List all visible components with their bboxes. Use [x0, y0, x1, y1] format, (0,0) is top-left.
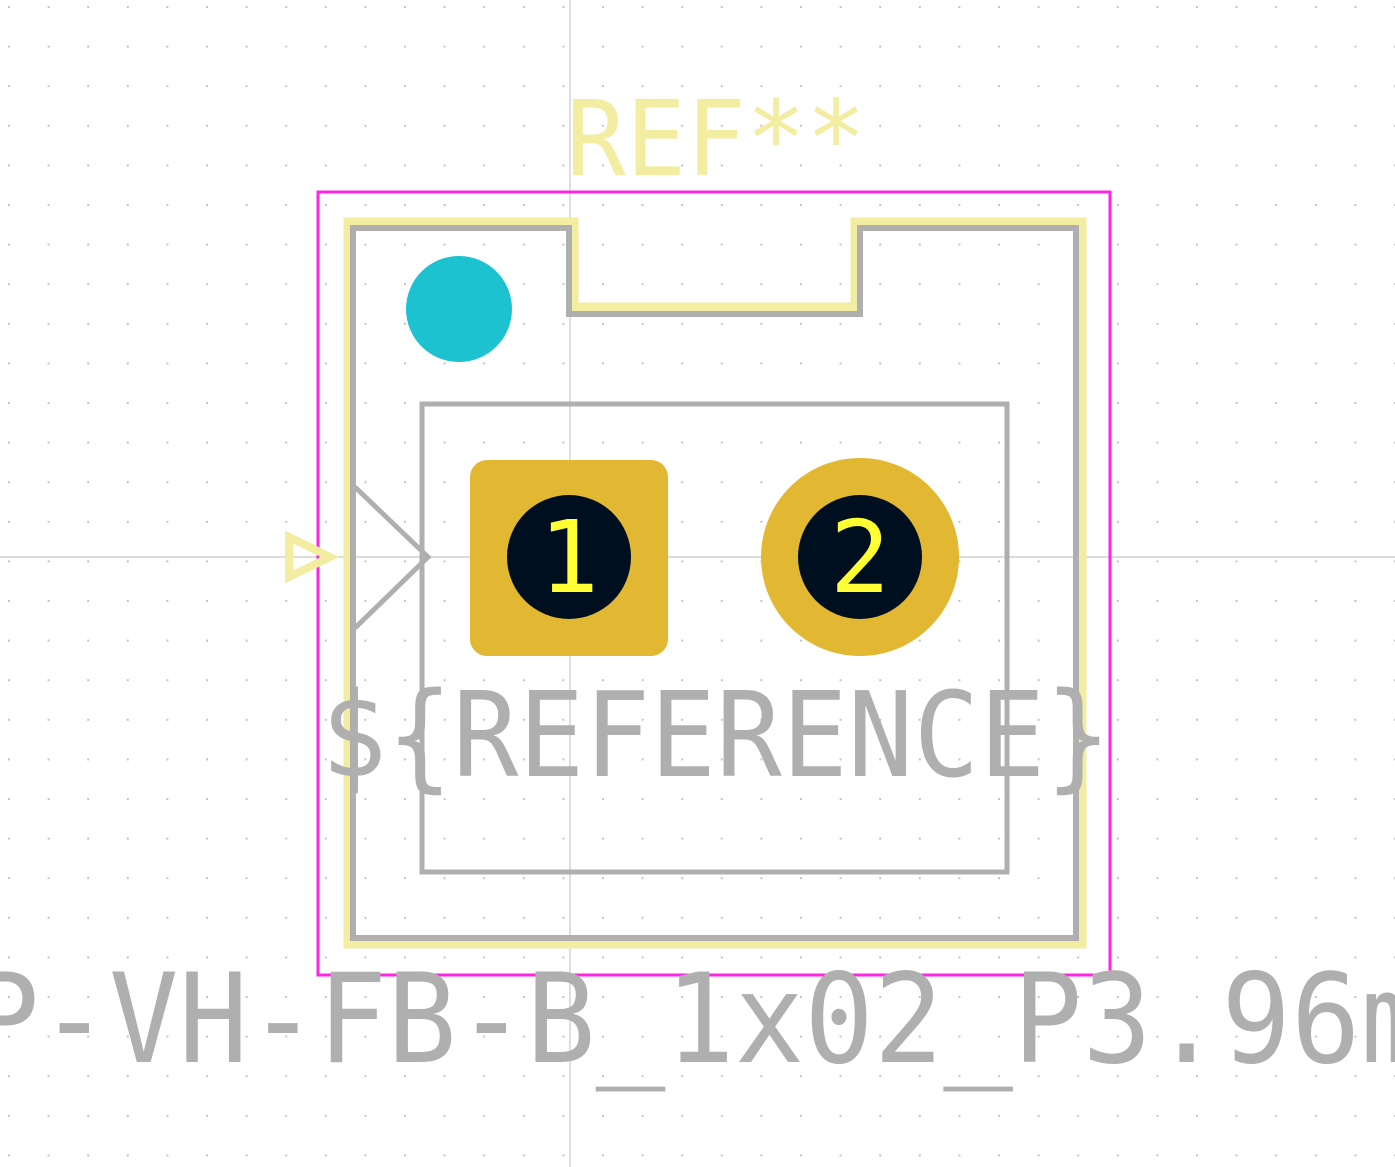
orientation-marker-dot [406, 256, 512, 362]
pad-1[interactable]: 1 [470, 460, 668, 656]
reference-designator[interactable]: REF** [566, 78, 866, 200]
fab-reference-text[interactable]: ${REFERENCE} [321, 666, 1111, 804]
silkscreen-outline [343, 217, 1087, 949]
silkscreen-pin1-triangle [285, 530, 340, 584]
pad-1-number: 1 [539, 499, 599, 616]
pad-2[interactable]: 2 [761, 458, 959, 656]
fab-pin1-chevron [353, 485, 432, 630]
pad-2-hole [798, 495, 922, 619]
pad-2-number: 2 [830, 499, 890, 616]
fab-outline [350, 225, 1079, 941]
pad-1-hole [507, 495, 631, 619]
fab-inner-box [419, 401, 1010, 875]
footprint-value-text[interactable]: P-VH-FB-B_1x02_P3.96m [0, 948, 1395, 1092]
courtyard-outline [316, 190, 1112, 977]
